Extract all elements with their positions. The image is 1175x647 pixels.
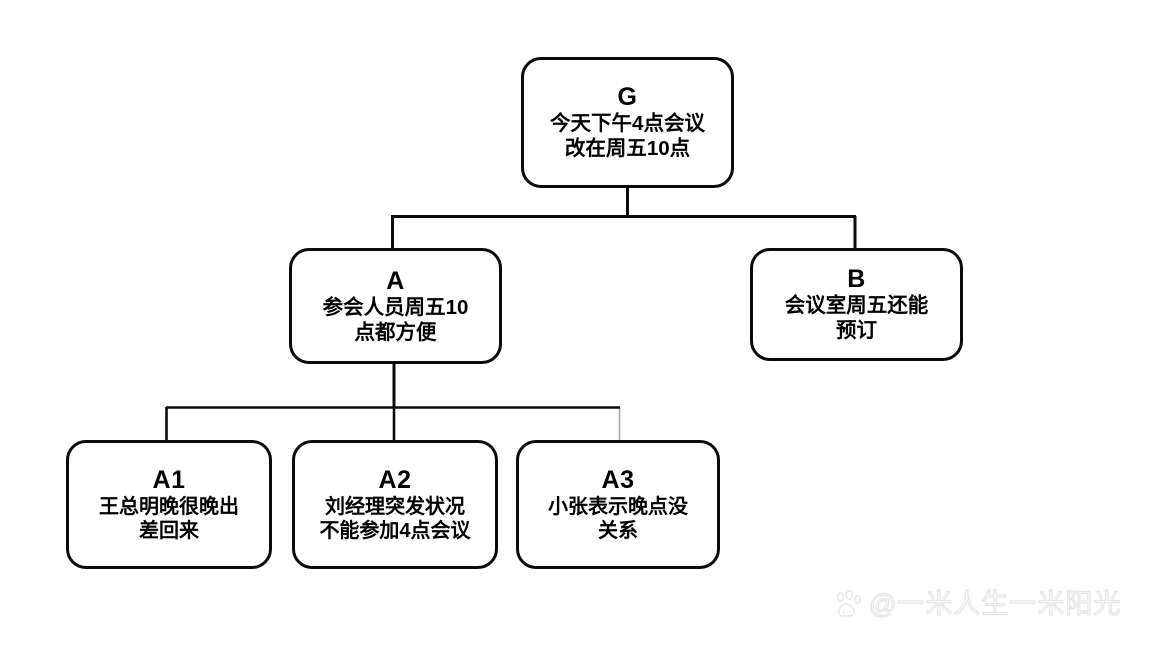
node-b[interactable]: B 会议室周五还能 预订 bbox=[750, 248, 963, 361]
node-g-body: 今天下午4点会议 改在周五10点 bbox=[550, 112, 705, 160]
node-a3-body: 小张表示晚点没 关系 bbox=[548, 496, 688, 542]
node-a1-title: A1 bbox=[152, 466, 186, 494]
baidu-paw-icon: du bbox=[836, 590, 861, 617]
node-a3[interactable]: A3 小张表示晚点没 关系 bbox=[516, 440, 720, 569]
node-g[interactable]: G 今天下午4点会议 改在周五10点 bbox=[521, 57, 734, 188]
node-a2-title: A2 bbox=[378, 466, 412, 494]
node-a1[interactable]: A1 王总明晚很晚出 差回来 bbox=[66, 440, 272, 569]
watermark-text: @一米人生一米阳光 bbox=[868, 588, 1122, 619]
node-g-title: G bbox=[617, 83, 638, 112]
node-a2[interactable]: A2 刘经理突发状况 不能参加4点会议 bbox=[292, 440, 498, 569]
node-a3-title: A3 bbox=[601, 466, 635, 494]
node-a-body: 参会人员周五10 点都方便 bbox=[322, 295, 469, 344]
watermark: du @一米人生一米阳光 bbox=[833, 589, 1121, 619]
node-a1-body: 王总明晚很晚出 差回来 bbox=[99, 496, 239, 542]
node-a[interactable]: A 参会人员周五10 点都方便 bbox=[289, 248, 502, 364]
node-b-body: 会议室周五还能 预订 bbox=[784, 294, 929, 342]
node-b-title: B bbox=[847, 265, 866, 294]
node-a2-body: 刘经理突发状况 不能参加4点会议 bbox=[319, 496, 471, 542]
svg-text:du: du bbox=[842, 608, 851, 615]
node-a-title: A bbox=[386, 266, 405, 295]
